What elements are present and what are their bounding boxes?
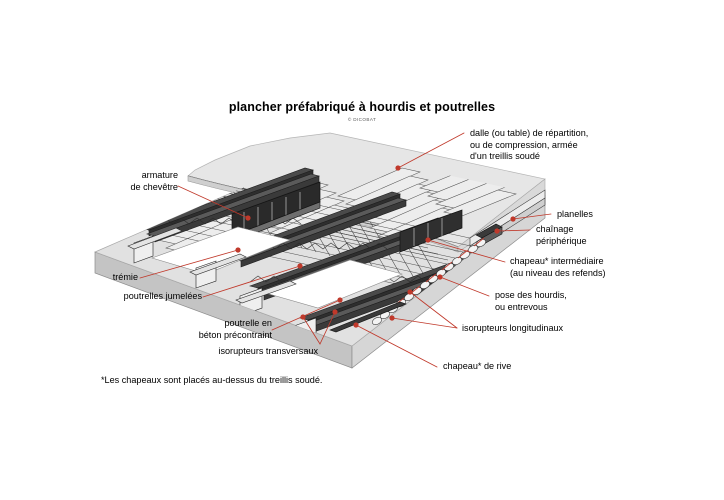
- callout-planelles: planelles: [557, 209, 593, 219]
- callout-chapeau-de-rive: chapeau* de rive: [443, 361, 512, 371]
- deck-assembly: [127, 165, 535, 346]
- figure-title: plancher préfabriqué à hourdis et poutre…: [228, 100, 496, 114]
- callout-poutrelle-beton-precontraint: poutrelle en béton précontraint: [198, 318, 272, 340]
- figure-footnote: *Les chapeaux sont placés au-dessus du t…: [101, 375, 323, 385]
- callout-leaders: [139, 132, 552, 368]
- callout-isorupteurs-transversaux: isorupteurs transversaux: [218, 346, 318, 356]
- callout-armature-de-chevetre: armature de chevêtre: [130, 170, 178, 192]
- figure-credit: © DICOBAT: [347, 117, 377, 122]
- callout-isorupteurs-longitudinaux: isorupteurs longitudinaux: [462, 323, 564, 333]
- callout-chapeau-intermediaire: chapeau* intermédiaire (au niveau des re…: [510, 256, 606, 278]
- callout-tremie: trémie: [112, 272, 138, 282]
- joist-twin-pair: [139, 167, 321, 243]
- callout-poutrelles-jumelees: poutrelles jumelées: [123, 291, 202, 301]
- tremie-opening: [151, 226, 403, 309]
- callout-dalle-de-repartition: dalle (ou table) de répartition, ou de c…: [470, 128, 589, 162]
- edge-support-rails: [127, 227, 297, 304]
- callout-chainage-peripherique: chaînage périphérique: [536, 224, 587, 246]
- callout-markers: [235, 165, 516, 328]
- callout-pose-des-hourdis: pose des hourdis, ou entrevous: [495, 290, 567, 312]
